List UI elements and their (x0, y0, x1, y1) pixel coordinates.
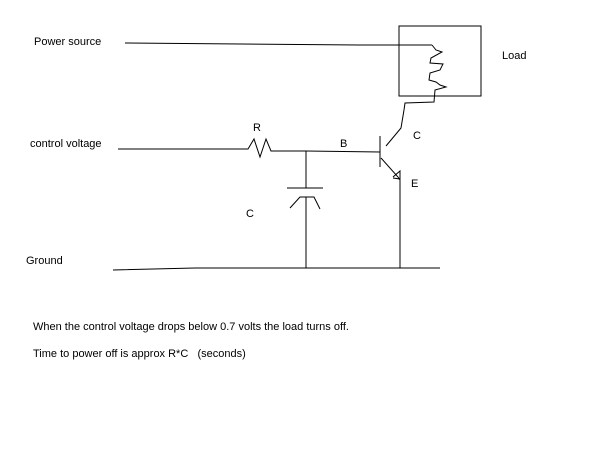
control-voltage-label: control voltage (30, 138, 102, 150)
note-line-2: Time to power off is approx R*C (seconds… (33, 348, 246, 360)
emitter-label: E (411, 178, 419, 190)
capacitor-plate-bottom (289, 196, 321, 210)
collector-label: C (413, 130, 421, 142)
capacitor-label: C (246, 208, 254, 220)
load-box (398, 25, 482, 97)
base-label: B (340, 138, 348, 150)
ground-label: Ground (26, 255, 63, 267)
power-source-label: Power source (34, 36, 102, 48)
load-resistor (403, 44, 448, 111)
base-wire (305, 150, 381, 153)
control-wire (118, 137, 306, 159)
load-label: Load (502, 50, 527, 62)
collector-lead (385, 109, 405, 147)
emitter-arrow (392, 169, 401, 180)
emitter-lead (380, 157, 401, 268)
resistor-label: R (253, 122, 261, 134)
power-source-wire (124, 42, 432, 46)
note-line-1: When the control voltage drops below 0.7… (33, 321, 349, 333)
ground-wire (112, 267, 440, 271)
